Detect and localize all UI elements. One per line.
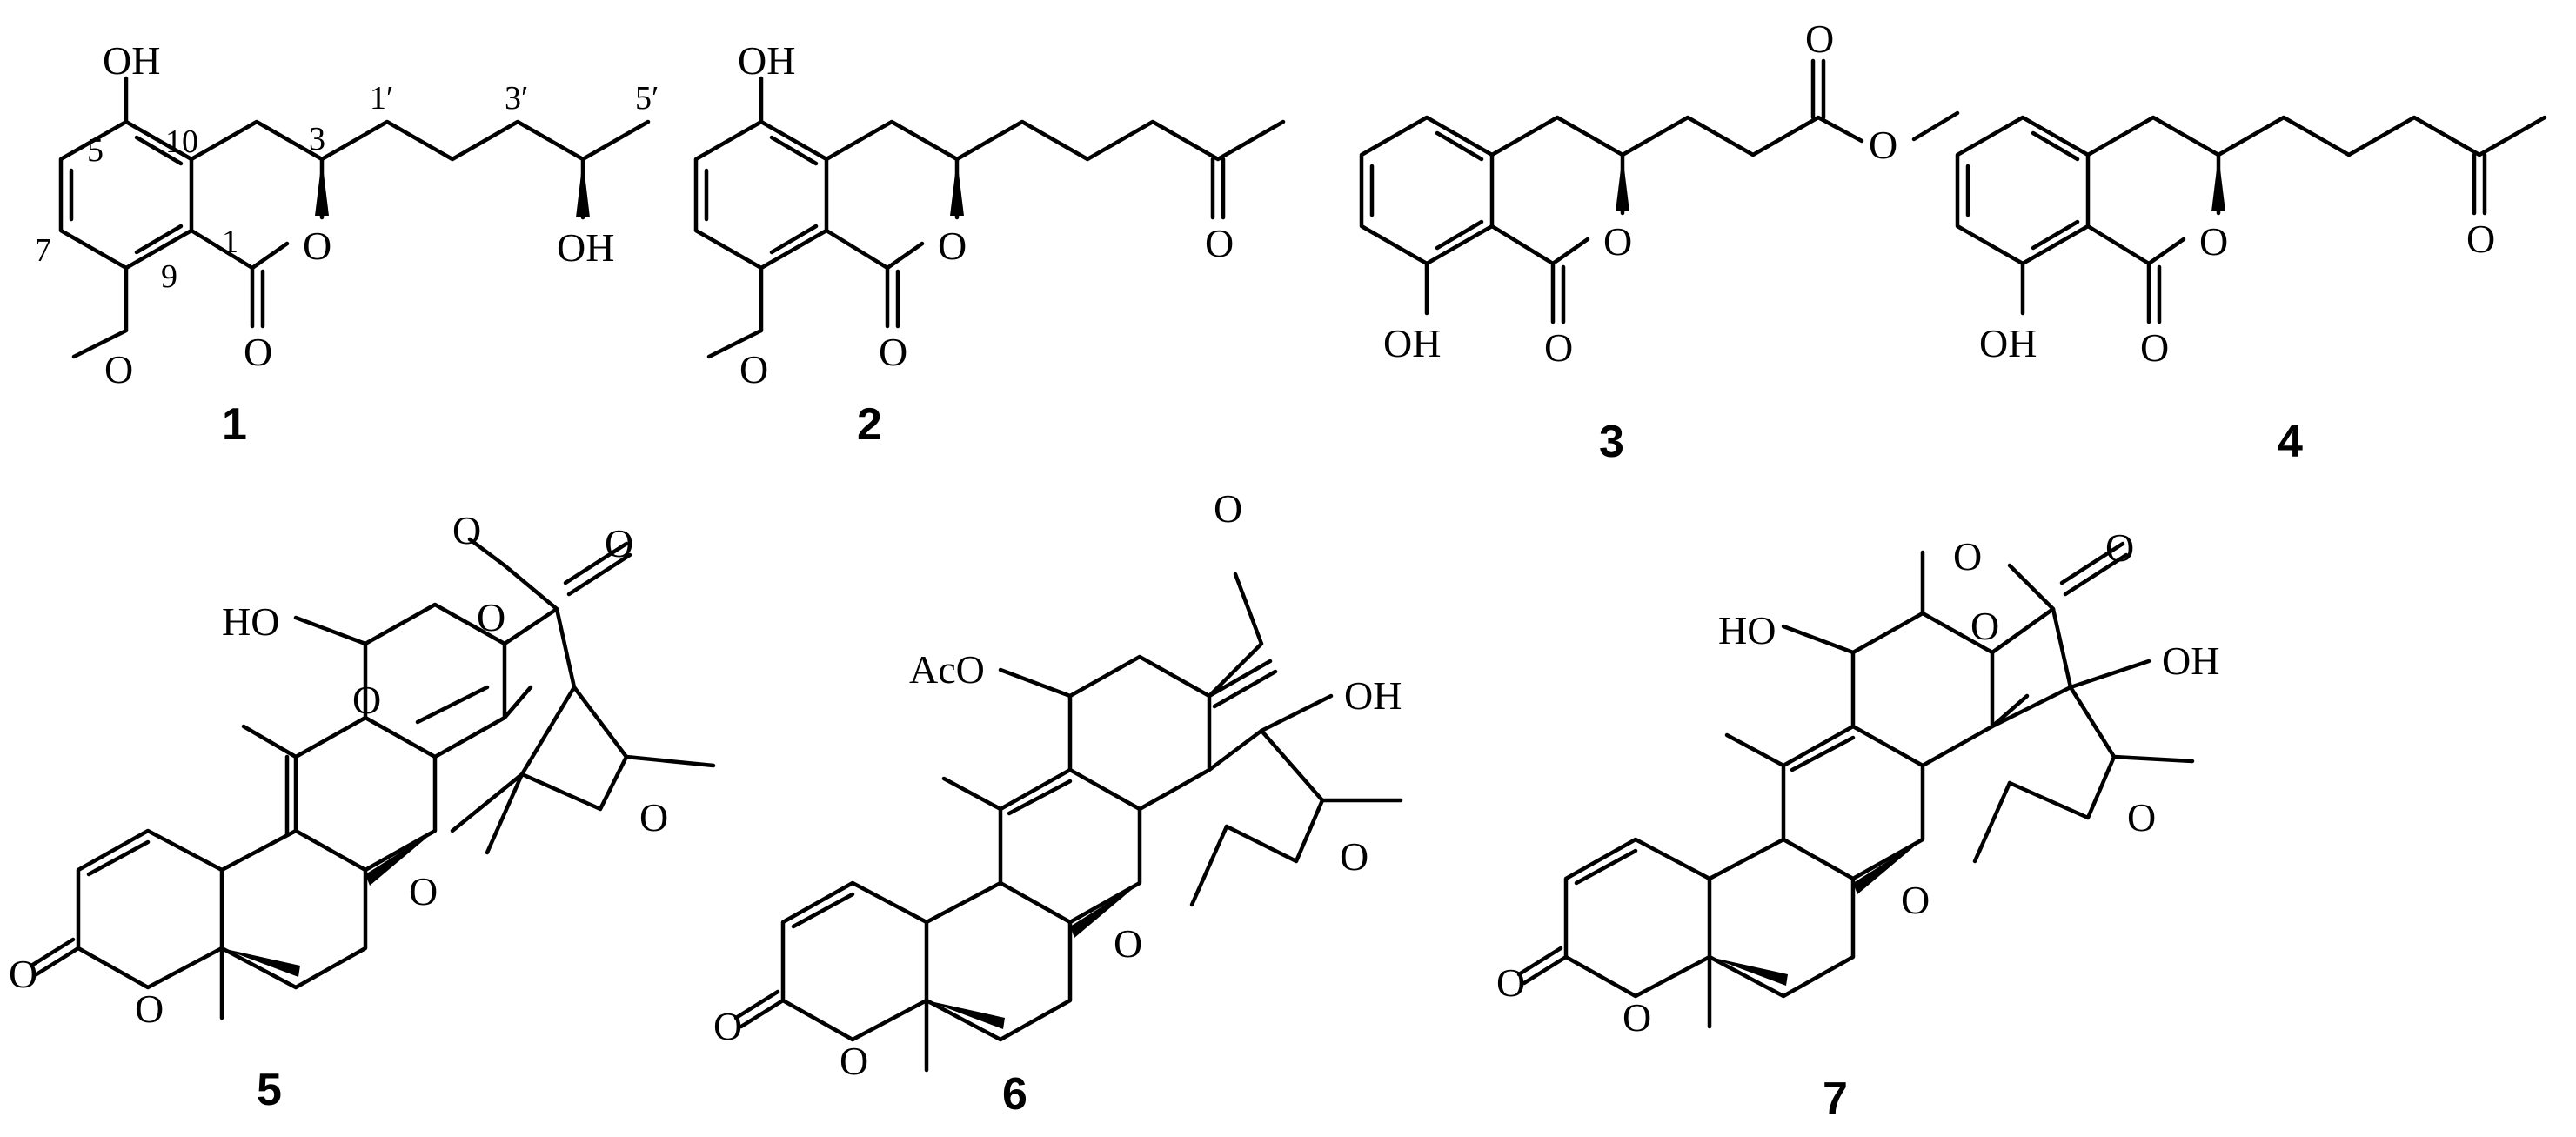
locant-10: 10 — [165, 124, 198, 160]
structure-compound-6 — [733, 572, 1403, 1073]
atom-label-o: O — [1205, 221, 1234, 265]
structure-compound-3 — [1359, 58, 1960, 324]
atom-label-o: O — [104, 347, 133, 391]
structure-compound-1 — [58, 76, 651, 359]
atom-label-o: O — [1340, 834, 1368, 879]
atom-label-o: O — [409, 869, 438, 913]
atom-label-o: O — [713, 1004, 742, 1048]
atom-label-o: O — [1953, 534, 1982, 579]
compound-id-2: 2 — [857, 399, 882, 450]
atom-label-o: O — [739, 347, 768, 391]
compound-id-5: 5 — [257, 1065, 282, 1115]
locant-5: 5 — [87, 132, 104, 169]
atom-label-o: O — [352, 678, 381, 722]
locant-1-prime: 1′ — [370, 80, 393, 117]
atom-label-o: O — [303, 224, 331, 268]
atom-label-o: O — [2140, 325, 2169, 370]
atom-label-oh: OH — [1344, 673, 1402, 718]
atom-label-o: O — [1869, 123, 1897, 167]
atom-label-oh: OH — [738, 38, 795, 83]
compound-id-6: 6 — [1002, 1069, 1027, 1120]
atom-label-o: O — [605, 521, 633, 565]
atom-label-o: O — [452, 508, 481, 552]
locant-1: 1 — [222, 224, 238, 260]
atom-label-ho: HO — [1718, 608, 1776, 652]
atom-label-o: O — [1603, 219, 1632, 264]
atom-label-oh: OH — [103, 38, 160, 83]
atom-label-o: O — [879, 330, 907, 374]
atom-label-o: O — [2466, 217, 2495, 261]
compound-id-7: 7 — [1823, 1073, 1848, 1124]
atom-label-o: O — [477, 595, 505, 639]
atom-label-o: O — [2127, 795, 2156, 839]
structure-compound-7 — [1516, 541, 2195, 1029]
compound-id-1: 1 — [222, 399, 247, 450]
locant-3: 3 — [309, 121, 325, 157]
atom-label-o: O — [1901, 878, 1930, 922]
atom-label-o: O — [1805, 17, 1834, 61]
atom-label-o: O — [1496, 960, 1525, 1005]
atom-label-ho: HO — [222, 599, 279, 644]
atom-label-o: O — [1544, 325, 1573, 370]
atom-label-o: O — [2105, 525, 2134, 570]
atom-label-aco: AcO — [909, 647, 985, 692]
locant-5-prime: 5′ — [635, 80, 659, 117]
structure-compound-4 — [1955, 115, 2547, 324]
atom-label-o: O — [1114, 921, 1142, 966]
atom-label-o: O — [938, 224, 967, 268]
locant-9: 9 — [161, 258, 177, 295]
structure-compound-2 — [693, 76, 1286, 359]
atom-label-o: O — [1214, 486, 1242, 531]
compound-id-3: 3 — [1599, 417, 1624, 467]
structure-compound-5 — [29, 537, 716, 1020]
compound-id-4: 4 — [2278, 417, 2303, 467]
atom-label-o: O — [9, 952, 37, 996]
atom-label-o: O — [135, 987, 164, 1031]
atom-label-o: O — [244, 330, 272, 374]
atom-label-oh: OH — [1979, 321, 2037, 365]
atom-label-o: O — [2199, 219, 2228, 264]
atom-label-o: O — [840, 1039, 868, 1083]
atom-label-oh: OH — [2162, 639, 2219, 683]
atom-label-o: O — [639, 795, 668, 839]
locant-7: 7 — [35, 232, 51, 269]
atom-label-oh: OH — [557, 225, 614, 270]
atom-label-oh: OH — [1383, 321, 1441, 365]
atom-label-o: O — [1623, 995, 1651, 1040]
atom-label-o: O — [1970, 604, 1999, 648]
locant-3-prime: 3′ — [505, 80, 528, 117]
